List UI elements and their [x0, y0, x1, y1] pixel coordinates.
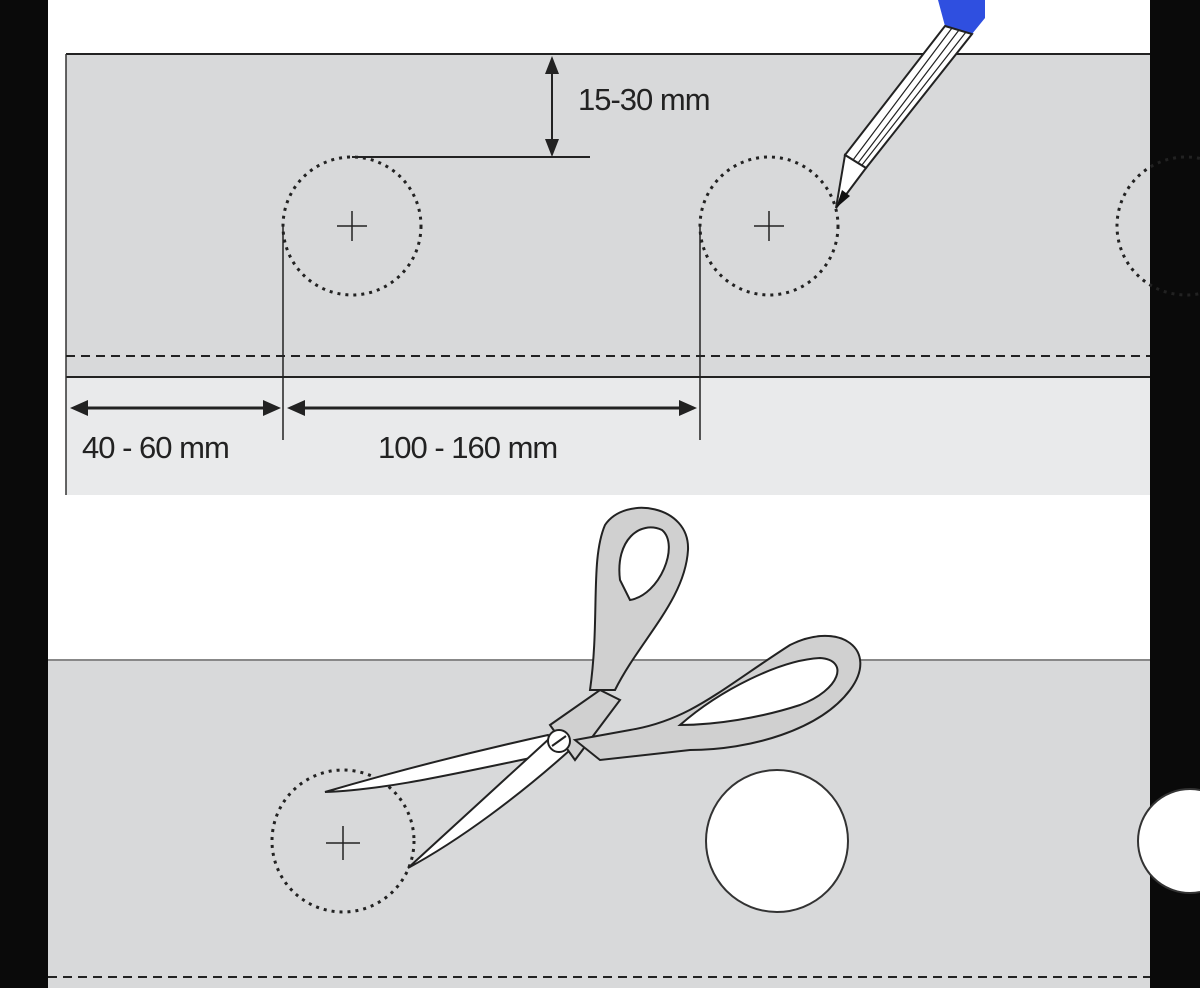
hole-cut-out — [705, 769, 849, 913]
scissors-icon — [324, 506, 862, 869]
fabric-strip — [66, 54, 1150, 377]
edge-offset-label: 40 - 60 mm — [82, 430, 229, 465]
hole-cut-out-partial — [1137, 788, 1200, 894]
pencil-eraser — [938, 0, 985, 34]
pencil-icon — [835, 0, 985, 209]
hole-circle-marked — [270, 768, 416, 914]
hole-circle-partial — [1115, 155, 1200, 297]
spacing-label: 100 - 160 mm — [378, 430, 557, 465]
top-panel-marking: 15-30 mm 40 - 60 mm 100 - 160 mm — [65, 0, 1200, 495]
lower-strip — [66, 377, 1150, 495]
center-cross-icon — [337, 211, 367, 241]
top-margin-label: 15-30 mm — [578, 82, 710, 117]
center-cross-icon — [754, 211, 784, 241]
center-cross-icon — [326, 826, 360, 860]
bottom-panel-cutting — [48, 506, 1200, 988]
